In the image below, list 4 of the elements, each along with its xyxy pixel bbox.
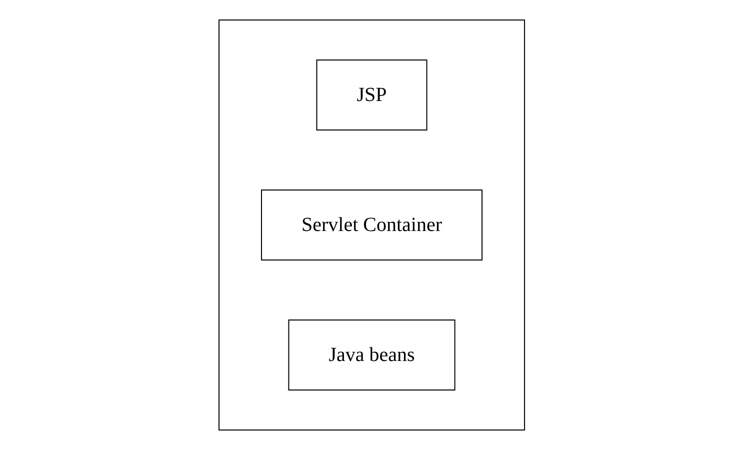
- node-box: JSP: [316, 59, 428, 130]
- cluster: [218, 19, 526, 430]
- node-box: Servlet Container: [261, 189, 483, 260]
- node-box: Java beans: [288, 319, 456, 390]
